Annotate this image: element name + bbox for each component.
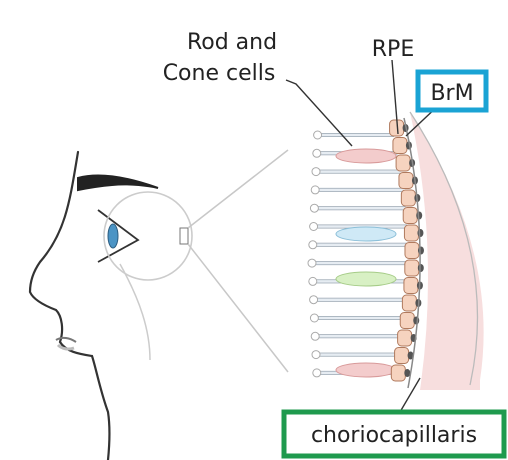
- label-rod-cone-line1: Rod and: [187, 30, 277, 55]
- photoreceptor-terminal: [314, 131, 322, 139]
- label-choriocapillaris: choriocapillaris: [311, 423, 477, 448]
- rpe-cell: [400, 313, 414, 329]
- rpe-cell: [405, 243, 419, 259]
- photoreceptor-terminal: [313, 369, 321, 377]
- rpe-cell: [393, 138, 407, 154]
- photoreceptor-terminal: [311, 332, 319, 340]
- rpe-cell: [404, 278, 418, 294]
- rpe-nucleus: [417, 229, 423, 237]
- rpe-nucleus: [404, 369, 410, 377]
- rpe-cell: [405, 260, 419, 276]
- rpe-cell: [398, 330, 412, 346]
- photoreceptor-terminal: [309, 277, 317, 285]
- cone-cell: [336, 149, 396, 163]
- label-brm: BrM: [430, 81, 473, 106]
- rpe-cell: [404, 225, 418, 241]
- cone-cell: [336, 363, 396, 377]
- photoreceptor-terminal: [308, 259, 316, 267]
- photoreceptor-terminal: [312, 168, 320, 176]
- photoreceptor-terminal: [310, 296, 318, 304]
- rpe-cell: [402, 295, 416, 311]
- rpe-cell: [403, 208, 417, 224]
- face-profile-icon: [30, 152, 158, 460]
- rpe-cell: [396, 155, 410, 171]
- photoreceptor-terminal: [310, 314, 318, 322]
- rpe-cell: [391, 365, 405, 381]
- label-rpe: RPE: [372, 37, 414, 62]
- photoreceptor-terminal: [310, 204, 318, 212]
- rpe-nucleus: [418, 247, 424, 255]
- rpe-cell: [399, 173, 413, 189]
- photoreceptor-terminal: [312, 351, 320, 359]
- photoreceptor-terminal: [310, 223, 318, 231]
- photoreceptor-layer: [308, 131, 408, 377]
- rpe-cell: [395, 348, 409, 364]
- photoreceptor-terminal: [309, 241, 317, 249]
- eyebrow: [78, 176, 158, 190]
- cone-cell: [336, 272, 396, 286]
- rpe-cell: [401, 190, 415, 206]
- label-rod-cone-line2: Cone cells: [163, 61, 276, 86]
- cone-cell: [336, 227, 396, 241]
- retina-section-icon: [308, 112, 484, 390]
- photoreceptor-terminal: [311, 186, 319, 194]
- photoreceptor-terminal: [313, 149, 321, 157]
